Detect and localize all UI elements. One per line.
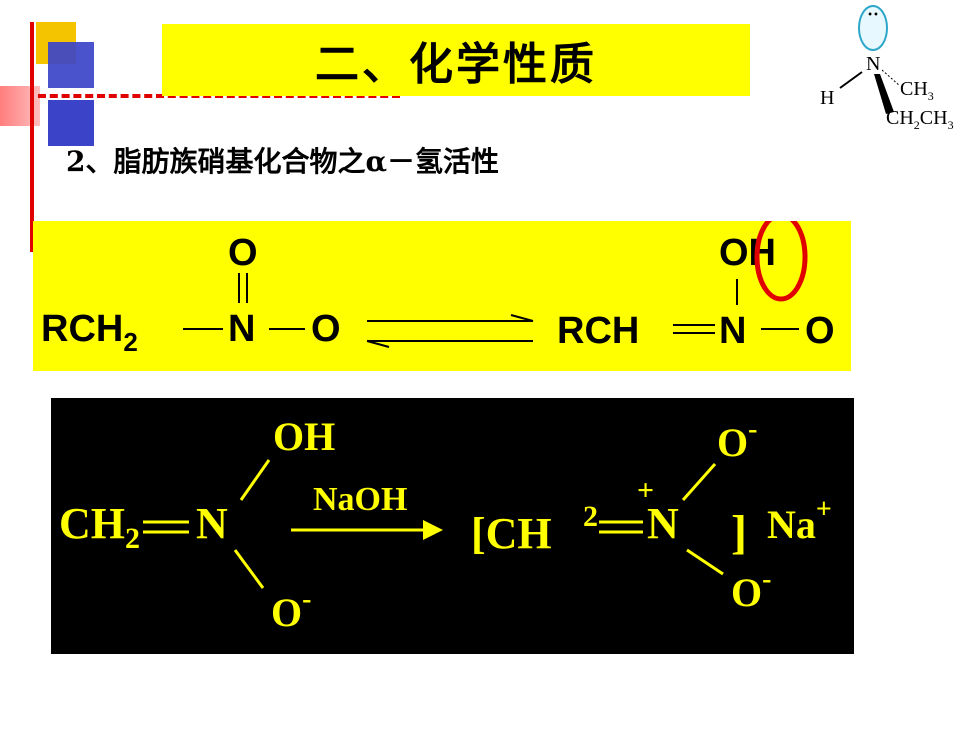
right-o: O [805,310,835,352]
bond-n-oh [239,459,271,501]
bond-n-ethyl-wedge [874,74,894,114]
bracket-close: ] [731,506,747,559]
lone-pair-dots: •• [867,10,879,21]
bond-n-ch3 [881,69,901,87]
decor-red-dashed-line [38,94,400,98]
decor-pink-square [0,86,40,126]
decor-blue-square-lower [48,100,94,146]
bond-n-ominus [233,549,265,589]
reagent-naoh: NaOH [313,481,407,518]
right-rch: RCH [557,310,639,352]
ch2-subscript: 2 [583,500,598,533]
naoh-reaction-panel: CH2 N OH O- NaOH [CH 2 + N O- O- ] Na+ [51,398,854,654]
n-plus-charge: + [637,474,654,507]
ch2-label: CH2 [59,499,140,555]
right-top-oh: OH [719,232,776,274]
left-top-o: O [228,232,258,274]
highlight-oh-circle [754,221,808,302]
section-subtitle: 2、脂肪族硝基化合物之α－氢活性 [66,145,500,178]
decor-red-vertical-line [30,22,34,252]
na-label: Na+ [767,494,832,547]
left-rch2: RCH2 [41,308,138,357]
page-title: 二、化学性质 [315,39,597,90]
amine-n-label: N [866,53,880,75]
left-n: N [228,308,255,350]
o-minus-label: O- [271,584,311,635]
o-top-label: O- [717,414,757,465]
n2-label: N [647,499,679,548]
amine-structure-diagram: •• N H CH3 CH2CH3 [820,5,954,132]
bond-n-h [839,71,863,89]
reaction-arrow-head [423,520,443,540]
bracket-ch-label: [CH [471,509,552,558]
amine-h-label: H [820,87,834,109]
n-label: N [196,499,228,548]
bond-n-o-bottom [686,548,724,576]
lone-pair-orbital [858,5,888,51]
amine-ch3-label: CH3 [900,78,934,103]
oh-label: OH [273,414,335,459]
title-banner: 二、化学性质 [162,24,750,96]
right-n: N [719,310,746,352]
bond-n-o-top [681,463,717,501]
left-o: O [311,308,341,350]
o-bottom-label: O- [731,564,771,615]
tautomer-reaction-panel: O RCH2 N O OH RCH N O [33,221,851,371]
amine-ethyl-label: CH2CH3 [886,107,954,132]
decor-blue-square [48,42,94,88]
